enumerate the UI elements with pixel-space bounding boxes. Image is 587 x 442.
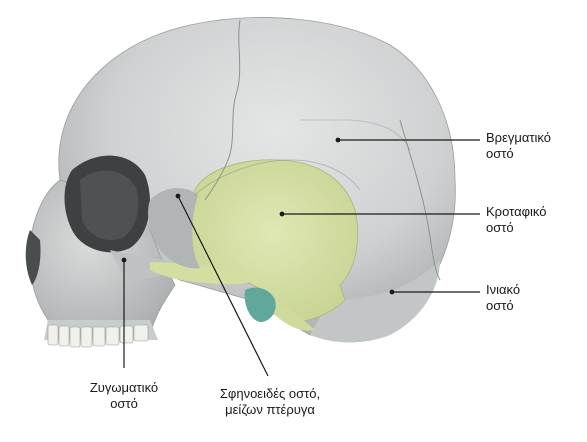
label-temporal-line1: Κροταφικό — [486, 204, 546, 220]
label-occipital-line2: οστό — [486, 298, 520, 314]
teeth — [48, 325, 148, 347]
label-zygomatic-bone: Ζυγωματικό οστό — [76, 380, 172, 412]
label-parietal-line1: Βρεγματικό — [486, 130, 551, 146]
label-temporal-line2: οστό — [486, 220, 546, 236]
label-sphenoid-line2: μείζων πτέρυγα — [200, 402, 340, 418]
label-sphenoid-bone: Σφηνοειδές οστό, μείζων πτέρυγα — [200, 386, 340, 418]
label-sphenoid-line1: Σφηνοειδές οστό, — [200, 386, 340, 402]
label-occipital-bone: Ινιακό οστό — [486, 282, 520, 314]
label-temporal-bone: Κροταφικό οστό — [486, 204, 546, 236]
label-occipital-line1: Ινιακό — [486, 282, 520, 298]
label-parietal-bone: Βρεγματικό οστό — [486, 130, 551, 162]
label-zygomatic-line1: Ζυγωματικό — [76, 380, 172, 396]
label-zygomatic-line2: οστό — [76, 396, 172, 412]
label-parietal-line2: οστό — [486, 146, 551, 162]
